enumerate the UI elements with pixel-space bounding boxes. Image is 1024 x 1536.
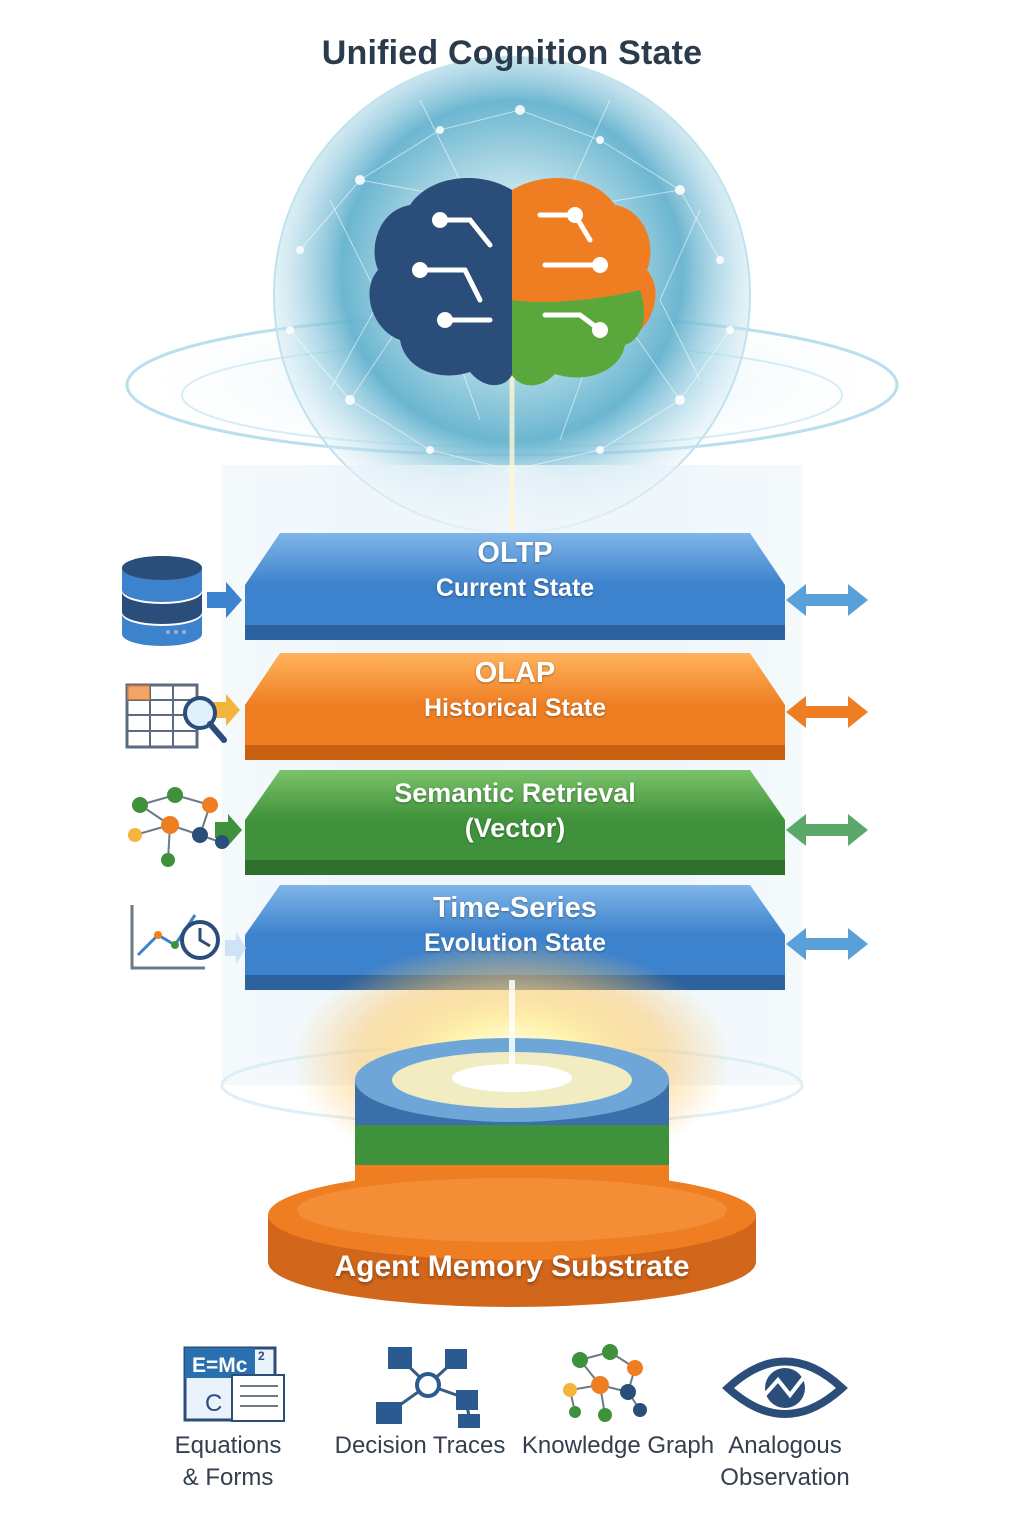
form-text: C [205, 1390, 222, 1417]
source-equations-label-2: & Forms [182, 1464, 274, 1491]
layer-oltp-name: OLTP [477, 537, 553, 569]
equation-exponent: 2 [258, 1349, 265, 1363]
database-icon [122, 556, 202, 646]
equation-form-icon: E=Mc 2 C [183, 1346, 285, 1422]
layer-oltp: OLTP Current State [245, 535, 785, 605]
equation-text: E=Mc [192, 1354, 248, 1377]
layer-olap-desc: Historical State [423, 694, 606, 722]
layer-semantic-name: Semantic Retrieval [394, 778, 636, 808]
brain-icon [369, 178, 656, 386]
timeseries-in-arrow [225, 932, 246, 964]
source-analogous-label-1: Analogous [728, 1432, 842, 1459]
source-decision-traces: Decision Traces [305, 1430, 535, 1462]
oltp-layer-shape [245, 533, 785, 640]
timeseries-exchange-arrow [786, 928, 868, 960]
table-search-icon [125, 683, 227, 749]
chart-clock-icon [130, 905, 220, 970]
semantic-layer-shape [245, 770, 785, 875]
page-title: Unified Cognition State [321, 34, 703, 72]
oltp-exchange-arrow [786, 584, 868, 616]
agent-memory-substrate-label: Agent Memory Substrate [334, 1250, 690, 1283]
olap-exchange-arrow [786, 696, 868, 728]
source-knowledge-graph: Knowledge Graph [503, 1430, 733, 1462]
oltp-in-arrow [207, 582, 242, 618]
knowledge-graph-icon [563, 1344, 647, 1422]
layer-semantic: Semantic Retrieval (Vector) [245, 775, 785, 845]
layer-semantic-desc: (Vector) [464, 813, 566, 843]
layer-timeseries-desc: Evolution State [424, 929, 606, 957]
semantic-exchange-arrow [786, 814, 868, 846]
layer-timeseries: Time-Series Evolution State [245, 890, 785, 960]
agent-memory-substrate-disc [268, 1170, 756, 1307]
layer-olap: OLAP Historical State [245, 655, 785, 725]
source-equations-label-1: Equations [174, 1432, 282, 1459]
olap-layer-shape [245, 653, 785, 760]
layer-olap-name: OLAP [474, 657, 556, 689]
source-decision-traces-label: Decision Traces [334, 1432, 506, 1459]
source-analogous-label-2: Observation [720, 1464, 850, 1491]
olap-in-arrow [210, 694, 240, 726]
layer-timeseries-name: Time-Series [433, 892, 597, 924]
source-analogous-observation: Analogous Observation [670, 1430, 900, 1494]
eye-icon [722, 1357, 848, 1418]
network-nodes-icon [128, 787, 229, 867]
layer-oltp-desc: Current State [435, 574, 595, 602]
decision-tree-icon [376, 1347, 480, 1428]
source-knowledge-graph-label: Knowledge Graph [521, 1432, 715, 1459]
source-equations: Equations & Forms [113, 1430, 343, 1494]
